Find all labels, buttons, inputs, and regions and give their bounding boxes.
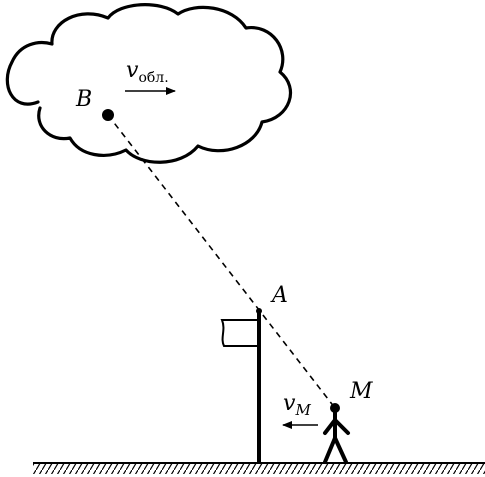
man-figure <box>323 408 350 464</box>
point-m-dot <box>330 403 340 413</box>
flag <box>220 319 257 347</box>
point-a-label: A <box>270 283 288 308</box>
cloud-velocity-label: vобл. <box>126 58 169 86</box>
point-m-label: M <box>349 379 373 404</box>
cloud <box>5 3 292 164</box>
point-b-label: B <box>75 87 92 112</box>
point-b-dot <box>102 109 114 121</box>
man-velocity-label: vM <box>283 391 311 419</box>
ground-hatching <box>33 464 485 474</box>
point-a-dot <box>256 308 262 314</box>
sight-line <box>107 114 336 409</box>
